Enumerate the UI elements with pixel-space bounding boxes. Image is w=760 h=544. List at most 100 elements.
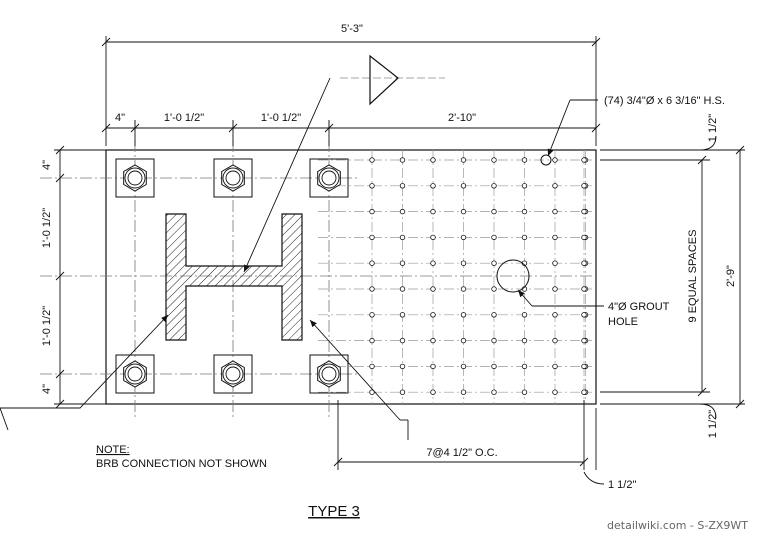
headed-stud xyxy=(430,234,436,241)
headed-stud xyxy=(521,363,528,370)
headed-stud xyxy=(460,157,467,163)
anchor-bolt-rod xyxy=(222,167,244,189)
headed-stud xyxy=(552,157,558,163)
equal-spaces-label: 9 EQUAL SPACES xyxy=(687,230,699,323)
left-dim-span-2: 1'-0 1/2" xyxy=(41,306,53,346)
headed-stud xyxy=(521,312,528,318)
headed-stud xyxy=(399,183,406,189)
headed-stud xyxy=(552,234,558,241)
headed-stud xyxy=(491,157,497,163)
headed-stud xyxy=(581,312,587,318)
top-dim-stud-zone: 2'-10" xyxy=(448,112,476,124)
anchor-bolt-rod xyxy=(318,167,340,189)
headed-stud xyxy=(399,208,406,215)
headed-stud xyxy=(430,389,436,395)
anchor-bolt-washer xyxy=(115,158,155,198)
headed-stud xyxy=(460,183,467,189)
headed-stud xyxy=(491,337,497,344)
headed-stud xyxy=(369,157,375,163)
anchor-bolt-nut xyxy=(317,164,341,192)
headed-stud xyxy=(491,286,497,292)
headed-stud xyxy=(521,337,528,344)
headed-stud xyxy=(521,389,528,395)
headed-stud xyxy=(369,183,375,189)
headed-stud xyxy=(552,286,558,292)
anchor-bolt-rod xyxy=(124,167,146,189)
anchor-bolt-nut xyxy=(317,360,341,388)
anchor-bolt-washer xyxy=(213,158,253,198)
headed-stud xyxy=(552,312,558,318)
headed-stud xyxy=(460,286,467,292)
overall-width-label: 5'-3" xyxy=(341,23,363,35)
headed-stud xyxy=(430,286,436,292)
headed-stud xyxy=(581,337,587,344)
headed-stud xyxy=(491,260,497,266)
anchor-bolt-rod xyxy=(225,366,241,382)
headed-stud xyxy=(581,286,587,292)
grout-hole-leader xyxy=(517,289,604,307)
grout-hole xyxy=(496,259,530,293)
grout-hole-label-1: 4"Ø GROUT xyxy=(608,301,670,313)
top-dimensions xyxy=(101,36,601,146)
watermark: detailwiki.com - S-ZX9WT xyxy=(607,519,748,532)
headed-stud xyxy=(430,337,436,344)
headed-stud xyxy=(399,363,406,370)
headed-stud xyxy=(491,363,497,370)
headed-stud xyxy=(430,183,436,189)
headed-stud xyxy=(369,286,375,292)
base-plate-outline xyxy=(105,149,597,405)
section-leader-lower xyxy=(0,314,169,431)
left-dim-top-edge: 4" xyxy=(41,160,53,170)
anchor-bolt-nut xyxy=(221,164,245,192)
headed-stud xyxy=(460,389,467,395)
headed-stud xyxy=(552,208,558,215)
note-heading: NOTE: xyxy=(96,444,130,456)
headed-stud xyxy=(399,286,406,292)
headed-stud xyxy=(399,337,406,344)
headed-stud xyxy=(581,157,587,163)
bottom-dimensions xyxy=(333,400,605,485)
headed-stud xyxy=(552,183,558,189)
right-bottom-edge-label: 1 1/2" xyxy=(707,410,719,438)
note-text: BRB CONNECTION NOT SHOWN xyxy=(96,458,267,470)
headed-stud xyxy=(552,363,558,370)
headed-stud xyxy=(491,312,497,318)
anchor-bolt-washer xyxy=(309,354,349,394)
anchor-bolt-rod xyxy=(318,363,340,385)
headed-stud xyxy=(491,183,497,189)
headed-stud xyxy=(491,234,497,241)
headed-stud xyxy=(581,389,587,395)
headed-stud xyxy=(369,389,375,395)
headed-stud xyxy=(552,337,558,344)
headed-stud xyxy=(460,208,467,215)
headed-stud xyxy=(460,363,467,370)
headed-stud xyxy=(581,363,587,370)
headed-stud xyxy=(430,208,436,215)
anchor-bolt-washer xyxy=(309,158,349,198)
anchor-bolt-rod xyxy=(127,170,143,186)
headed-stud xyxy=(521,234,528,241)
headed-stud xyxy=(552,260,558,266)
grout-hole-label-2: HOLE xyxy=(608,316,638,328)
wide-flange-column xyxy=(165,213,303,341)
anchor-bolt-washer xyxy=(115,354,155,394)
headed-stud-grid xyxy=(318,150,592,404)
headed-stud xyxy=(491,208,497,215)
headed-stud xyxy=(369,260,375,266)
headed-stud xyxy=(460,234,467,241)
headed-stud xyxy=(460,260,467,266)
headed-stud xyxy=(369,363,375,370)
headed-stud xyxy=(399,260,406,266)
right-dimensions xyxy=(600,135,745,419)
left-dimensions xyxy=(54,145,106,409)
top-dim-span-2: 1'-0 1/2" xyxy=(261,112,301,124)
headed-stud xyxy=(460,337,467,344)
headed-stud xyxy=(399,157,406,163)
headed-stud xyxy=(430,260,436,266)
anchor-bolt-rod xyxy=(124,363,146,385)
top-dim-span-1: 1'-0 1/2" xyxy=(164,112,204,124)
headed-stud xyxy=(369,337,375,344)
headed-stud xyxy=(430,312,436,318)
section-cut-marker xyxy=(243,54,445,273)
called-out-stud xyxy=(540,154,552,166)
